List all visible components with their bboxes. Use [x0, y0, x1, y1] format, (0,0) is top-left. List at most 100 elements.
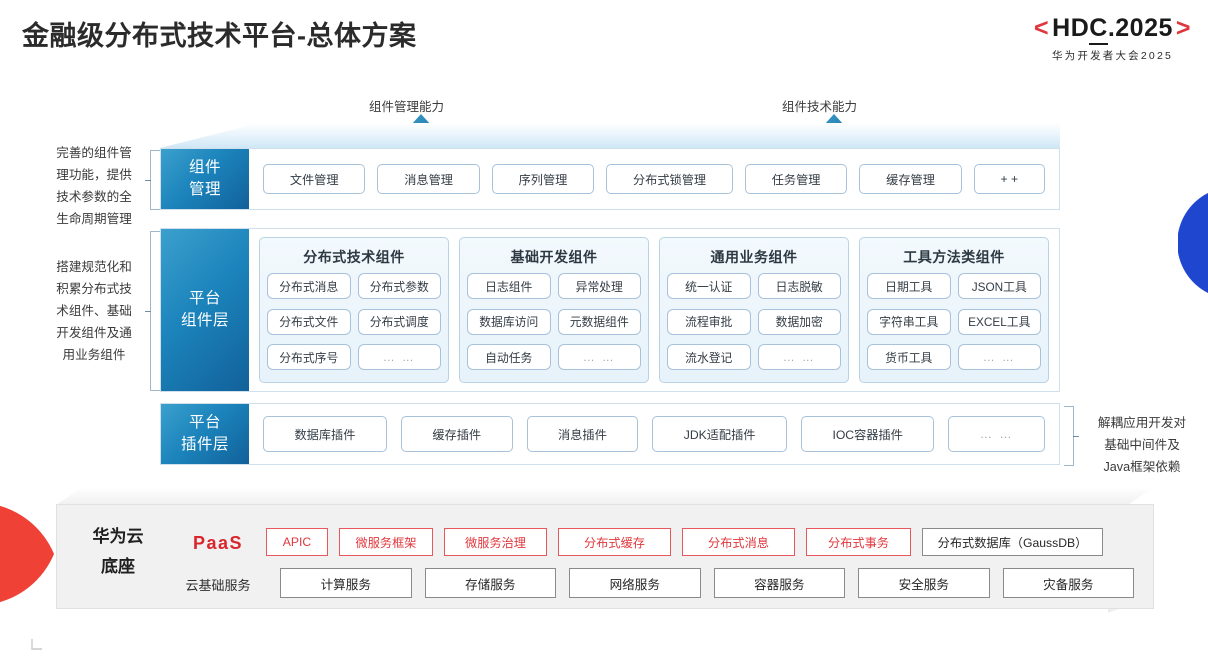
group-item[interactable]: 元数据组件 [557, 308, 641, 335]
hdc-logo-text-b: .2025 [1107, 14, 1173, 42]
cloud-item-storage[interactable]: 存储服务 [424, 568, 556, 598]
note-line: 基础中间件及 [1104, 438, 1180, 453]
component-management-item-cache[interactable]: 缓存管理 [859, 164, 962, 194]
group-item[interactable]: JSON工具 [957, 273, 1041, 299]
hdc-logo-main: <HDC.2025> [1031, 14, 1194, 45]
group-item[interactable]: 异常处理 [557, 273, 641, 299]
cloud-item-security[interactable]: 安全服务 [858, 568, 990, 598]
group-item[interactable]: 分布式文件 [267, 308, 351, 335]
component-management-item-more[interactable]: + + [973, 164, 1045, 194]
group-item-more[interactable]: … … [957, 344, 1041, 371]
layer-title-line: 组件 [188, 159, 221, 176]
page-title: 金融级分布式技术平台-总体方案 [22, 21, 417, 51]
group-item[interactable]: 分布式参数 [357, 273, 441, 299]
layer-body-platform-component: 分布式技术组件 分布式消息 分布式参数 分布式文件 分布式调度 分布式序号 … … [249, 229, 1059, 391]
component-management-item-sequence[interactable]: 序列管理 [491, 164, 595, 194]
group-item[interactable]: 货币工具 [867, 344, 951, 371]
plugin-item-ioc-container[interactable]: IOC容器插件 [800, 416, 935, 452]
paas-item-distributed-database[interactable]: 分布式数据库（GaussDB） [922, 528, 1103, 556]
group-item[interactable]: 分布式调度 [357, 308, 441, 335]
group-item[interactable]: 日志脱敏 [757, 273, 841, 299]
layer-title-line: 管理 [188, 181, 221, 198]
cloud-item-network[interactable]: 网络服务 [569, 568, 701, 598]
group-tool-methods: 工具方法类组件 日期工具 JSON工具 字符串工具 EXCEL工具 货币工具 …… [859, 237, 1049, 383]
paas-item-distributed-message[interactable]: 分布式消息 [682, 528, 795, 556]
hdc-logo-subtitle: 华为开发者大会2025 [1051, 50, 1174, 62]
group-item[interactable]: 流水登记 [667, 344, 751, 371]
base-title-huawei-cloud: 华为云 底座 [70, 522, 166, 582]
group-distributed-tech: 分布式技术组件 分布式消息 分布式参数 分布式文件 分布式调度 分布式序号 … … [259, 237, 449, 383]
group-item[interactable]: 数据加密 [757, 308, 841, 335]
stack-top-surface [160, 123, 1060, 148]
base-title-line: 底座 [101, 556, 135, 576]
layer-body-platform-plugin: 数据库插件 缓存插件 消息插件 JDK适配插件 IOC容器插件 … … [249, 404, 1059, 464]
base-row-label-cloud-infra: 云基础服务 [185, 578, 251, 593]
paas-item-distributed-transaction[interactable]: 分布式事务 [806, 528, 911, 556]
plugin-item-cache[interactable]: 缓存插件 [400, 416, 513, 452]
plugin-item-more[interactable]: … … [948, 416, 1046, 452]
component-management-item-distributed-lock[interactable]: 分布式锁管理 [606, 164, 733, 194]
group-item[interactable]: EXCEL工具 [957, 308, 1041, 335]
layer-title-platform-component: 平台 组件层 [161, 229, 249, 391]
arrow-label-component-technology: 组件技术能力 [782, 100, 858, 114]
group-item[interactable]: 字符串工具 [867, 308, 951, 335]
component-management-item-file[interactable]: 文件管理 [263, 164, 366, 194]
group-header: 基础开发组件 [510, 249, 598, 265]
note-line: 用业务组件 [62, 348, 126, 363]
layer-title-line: 组件层 [180, 312, 229, 329]
group-item[interactable]: 分布式消息 [267, 273, 351, 299]
group-basic-dev: 基础开发组件 日志组件 异常处理 数据库访问 元数据组件 自动任务 … … [459, 237, 649, 383]
cloud-item-disaster-recovery[interactable]: 灾备服务 [1002, 568, 1134, 598]
layer-title-line: 平台 [188, 414, 221, 431]
base-row-cloud-infra: 计算服务 存储服务 网络服务 容器服务 安全服务 灾备服务 [280, 568, 1134, 598]
note-line: 解耦应用开发对 [1097, 416, 1187, 430]
note-left-component-management: 完善的组件管 理功能，提供 技术参数的全 生命周期管理 [38, 142, 150, 230]
cloud-item-container[interactable]: 容器服务 [713, 568, 845, 598]
group-item[interactable]: 流程审批 [667, 308, 751, 335]
hdc-bracket-left-icon: < [1034, 14, 1050, 42]
component-management-item-task[interactable]: 任务管理 [744, 164, 848, 194]
group-item[interactable]: 分布式序号 [267, 344, 351, 371]
group-items: 分布式消息 分布式参数 分布式文件 分布式调度 分布式序号 … … [267, 273, 441, 375]
layer-platform-component: 平台 组件层 分布式技术组件 分布式消息 分布式参数 分布式文件 分布式调度 分… [160, 228, 1060, 392]
group-items: 日期工具 JSON工具 字符串工具 EXCEL工具 货币工具 … … [867, 273, 1041, 375]
layer-component-management: 组件 管理 文件管理 消息管理 序列管理 分布式锁管理 任务管理 缓存管理 + … [160, 148, 1060, 210]
layer-title-line: 平台 [188, 290, 221, 307]
corner-mark-decoration-icon [30, 637, 46, 653]
note-line: 开发组件及通 [56, 326, 132, 341]
group-item[interactable]: 自动任务 [467, 344, 551, 371]
group-header: 通用业务组件 [710, 249, 798, 265]
hdc-bracket-right-icon: > [1175, 14, 1191, 42]
group-header: 分布式技术组件 [303, 249, 405, 265]
plugin-item-jdk-adapter[interactable]: JDK适配插件 [652, 416, 787, 452]
hdc-logo: <HDC.2025> 华为开发者大会2025 [1031, 14, 1194, 63]
layer-platform-plugin: 平台 插件层 数据库插件 缓存插件 消息插件 JDK适配插件 IOC容器插件 …… [160, 403, 1060, 465]
paas-item-microservice-framework[interactable]: 微服务框架 [339, 528, 433, 556]
group-item-more[interactable]: … … [357, 344, 441, 371]
base-top-surface [56, 487, 1154, 505]
plugin-item-message[interactable]: 消息插件 [526, 416, 639, 452]
note-line: 搭建规范化和 [56, 260, 132, 274]
plugin-item-database[interactable]: 数据库插件 [263, 416, 387, 452]
note-line: 积累分布式技 [56, 282, 132, 297]
group-item[interactable]: 统一认证 [667, 273, 751, 299]
cloud-item-compute[interactable]: 计算服务 [280, 568, 412, 598]
paas-item-microservice-governance[interactable]: 微服务治理 [444, 528, 547, 556]
group-item[interactable]: 日期工具 [867, 273, 951, 299]
paas-item-distributed-cache[interactable]: 分布式缓存 [558, 528, 671, 556]
group-item[interactable]: 数据库访问 [467, 308, 551, 335]
paas-item-apic[interactable]: APIC [266, 528, 328, 556]
layer-title-line: 插件层 [180, 436, 229, 453]
blue-lens-decoration-icon [1177, 193, 1208, 293]
note-line: 技术参数的全 [56, 190, 132, 205]
component-management-item-message[interactable]: 消息管理 [377, 164, 480, 194]
group-item-more[interactable]: … … [557, 344, 641, 371]
note-line: 生命周期管理 [56, 212, 132, 227]
note-line: Java框架依赖 [1103, 460, 1181, 475]
group-item[interactable]: 日志组件 [467, 273, 551, 299]
group-item-more[interactable]: … … [757, 344, 841, 371]
layer-body-component-management: 文件管理 消息管理 序列管理 分布式锁管理 任务管理 缓存管理 + + [249, 149, 1059, 209]
group-common-business: 通用业务组件 统一认证 日志脱敏 流程审批 数据加密 流水登记 … … [659, 237, 849, 383]
base-row-paas: APIC 微服务框架 微服务治理 分布式缓存 分布式消息 分布式事务 分布式数据… [266, 528, 1134, 556]
note-line: 完善的组件管 [56, 146, 132, 160]
